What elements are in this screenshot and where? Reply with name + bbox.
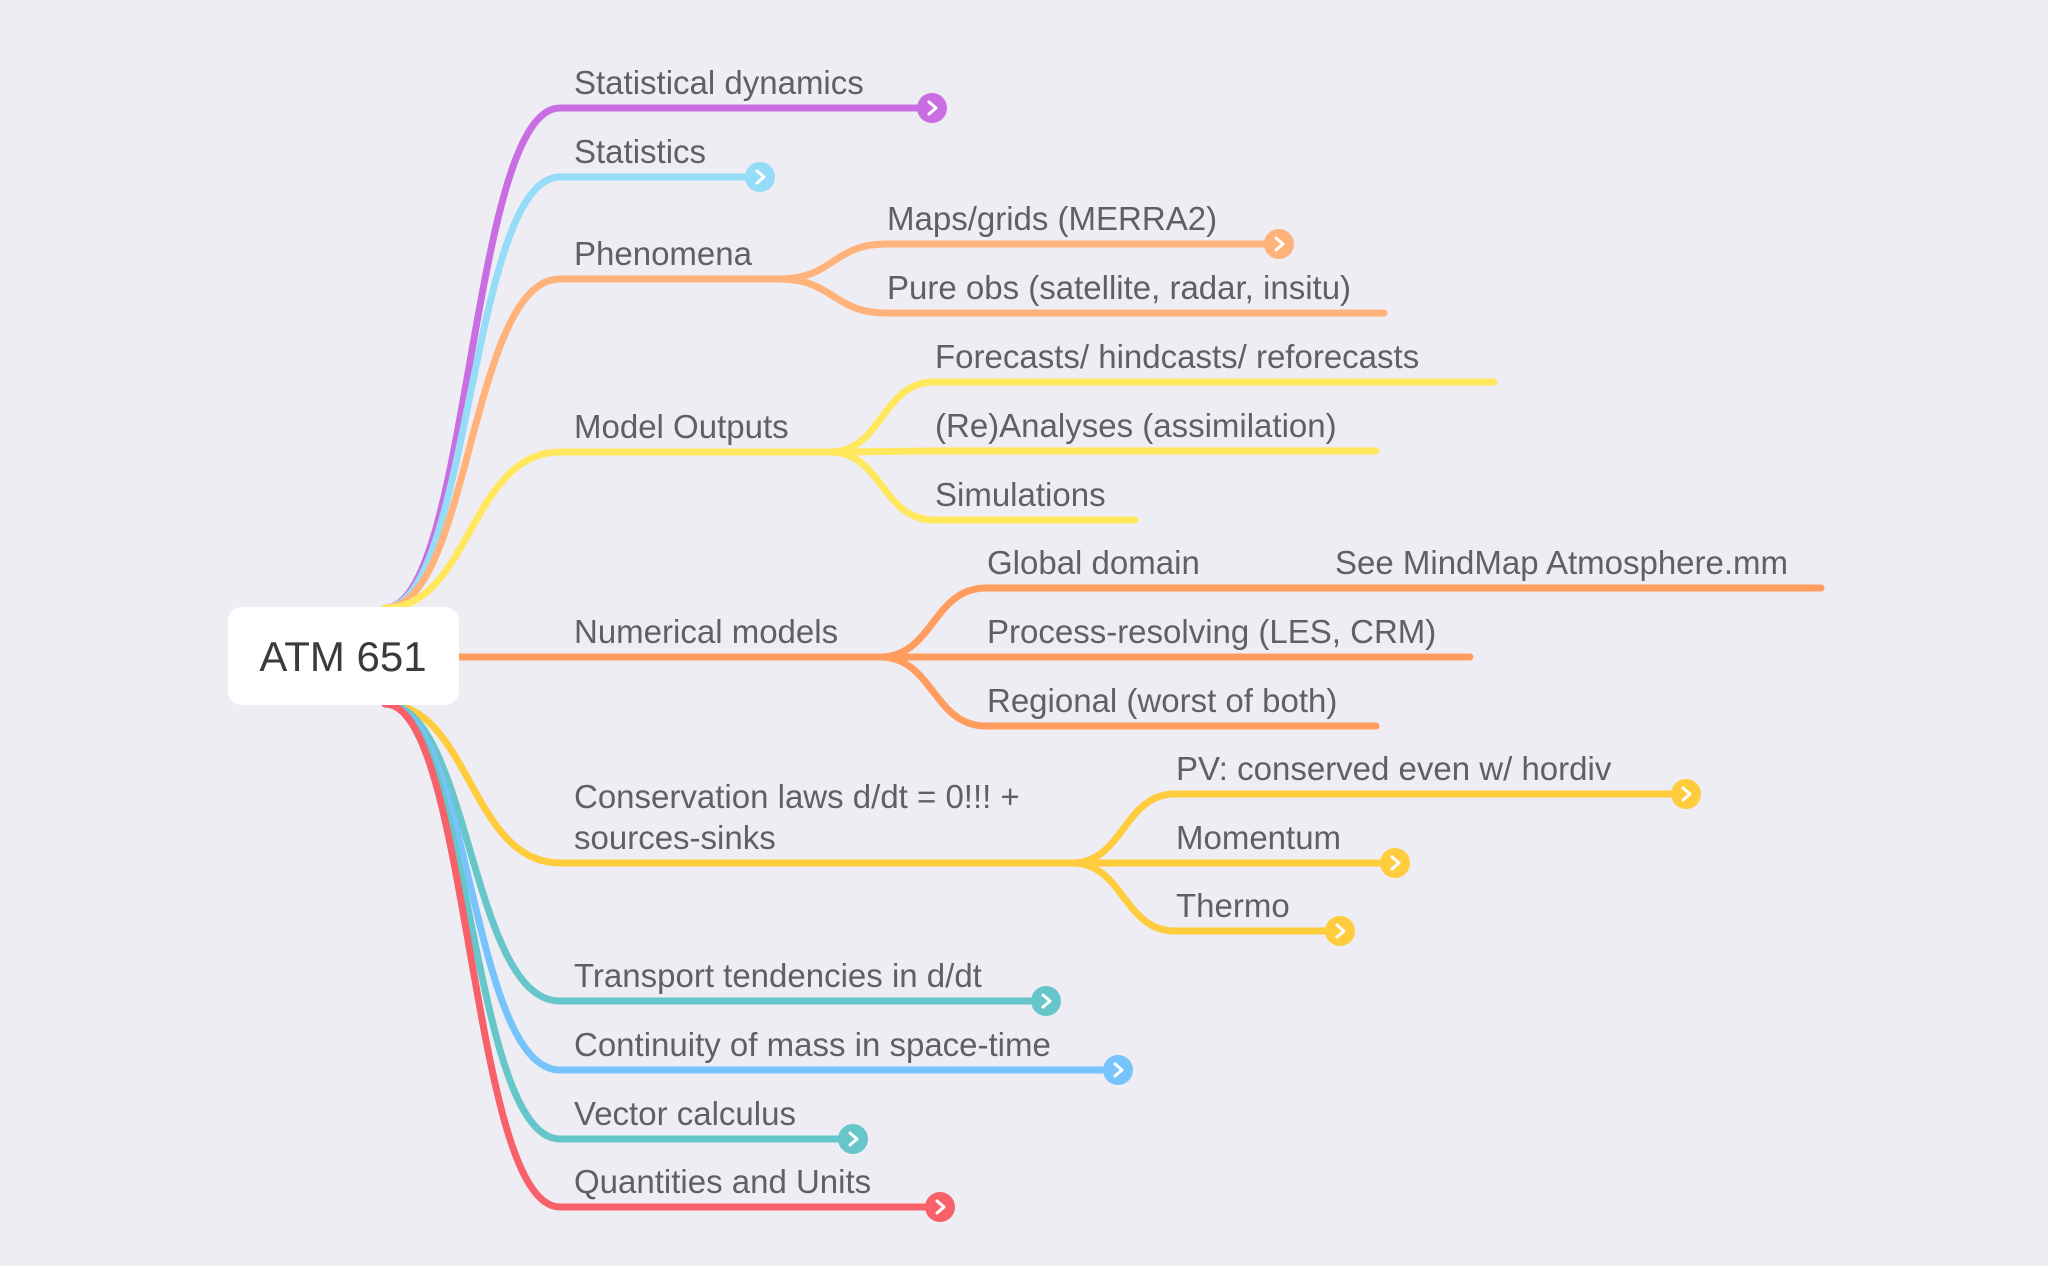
root-topic[interactable]: ATM 651	[228, 607, 459, 705]
forecasts-label-line: Forecasts/ hindcasts/ reforecasts	[935, 338, 1419, 375]
regional-label: Regional (worst of both)	[987, 682, 1337, 719]
continuity-of-mass-connector	[381, 700, 564, 1074]
numerical-models-label: Numerical models	[574, 613, 838, 650]
model-outputs-connector	[381, 448, 564, 612]
continuity-of-mass-expand-toggle[interactable]	[1103, 1055, 1133, 1085]
vector-calculus-expand-dot	[838, 1124, 868, 1154]
momentum-expand-toggle[interactable]	[1380, 848, 1410, 878]
maps-grids-expand-dot	[1264, 229, 1294, 259]
simulations-label: Simulations	[935, 476, 1106, 513]
pv-label: PV: conserved even w/ hordiv	[1176, 750, 1612, 787]
thermo-label: Thermo	[1176, 887, 1290, 924]
quantities-units-connector	[381, 700, 564, 1211]
quantities-units-chevron-right-icon	[935, 1199, 946, 1215]
pure-obs-label: Pure obs (satellite, radar, insitu)	[887, 269, 1351, 306]
phenomena-connector	[381, 275, 564, 612]
quantities-units-expand-toggle[interactable]	[925, 1192, 955, 1222]
conservation-laws-connector	[381, 700, 564, 867]
reanalyses-label: (Re)Analyses (assimilation)	[935, 407, 1337, 444]
pv-connector	[1068, 790, 1179, 867]
vector-calculus-expand-toggle[interactable]	[838, 1124, 868, 1154]
quantities-units-label: Quantities and Units	[574, 1163, 871, 1200]
continuity-of-mass-expand-dot	[1103, 1055, 1133, 1085]
regional-label-line: Regional (worst of both)	[987, 682, 1337, 719]
root-topic-label: ATM 651	[259, 633, 426, 680]
statistical-dynamics-label-line: Statistical dynamics	[574, 64, 864, 101]
see-mindmap-label: See MindMap Atmosphere.mm	[1335, 544, 1788, 581]
topic-layer: Statistical dynamicsStatisticsPhenomenaM…	[574, 64, 1788, 1222]
statistical-dynamics-expand-dot	[917, 93, 947, 123]
statistics-expand-toggle[interactable]	[745, 162, 775, 192]
thermo-connector	[1068, 859, 1179, 935]
maps-grids-label-line: Maps/grids (MERRA2)	[887, 200, 1217, 237]
transport-tendencies-expand-toggle[interactable]	[1031, 986, 1061, 1016]
momentum-chevron-right-icon	[1390, 855, 1401, 871]
vector-calculus-label-line: Vector calculus	[574, 1095, 796, 1132]
momentum-expand-dot	[1380, 848, 1410, 878]
momentum-label: Momentum	[1176, 819, 1341, 856]
phenomena-label-line: Phenomena	[574, 235, 753, 272]
reanalyses-label-line: (Re)Analyses (assimilation)	[935, 407, 1337, 444]
momentum-label-line: Momentum	[1176, 819, 1341, 856]
statistics-label-line: Statistics	[574, 133, 706, 170]
maps-grids-connector	[776, 240, 890, 283]
vector-calculus-chevron-right-icon	[848, 1131, 859, 1147]
statistics-label: Statistics	[574, 133, 706, 170]
numerical-models-label-line: Numerical models	[574, 613, 838, 650]
maps-grids-chevron-right-icon	[1274, 236, 1285, 252]
statistics-chevron-right-icon	[755, 169, 766, 185]
see-mindmap-label-line: See MindMap Atmosphere.mm	[1335, 544, 1788, 581]
transport-tendencies-chevron-right-icon	[1041, 993, 1052, 1009]
vector-calculus-connector	[381, 700, 564, 1143]
quantities-units-expand-dot	[925, 1192, 955, 1222]
transport-tendencies-label-line: Transport tendencies in d/dt	[574, 957, 982, 994]
global-domain-label-line: Global domain	[987, 544, 1200, 581]
model-outputs-label: Model Outputs	[574, 408, 789, 445]
conservation-laws-label-line: Conservation laws d/dt = 0!!! +	[574, 778, 1020, 815]
continuity-of-mass-label-line: Continuity of mass in space-time	[574, 1026, 1051, 1063]
transport-tendencies-label: Transport tendencies in d/dt	[574, 957, 982, 994]
thermo-expand-dot	[1325, 916, 1355, 946]
global-domain-label: Global domain	[987, 544, 1200, 581]
statistical-dynamics-label: Statistical dynamics	[574, 64, 864, 101]
pv-label-line: PV: conserved even w/ hordiv	[1176, 750, 1612, 787]
transport-tendencies-expand-dot	[1031, 986, 1061, 1016]
thermo-chevron-right-icon	[1335, 923, 1346, 939]
continuity-of-mass-chevron-right-icon	[1113, 1062, 1124, 1078]
thermo-expand-toggle[interactable]	[1325, 916, 1355, 946]
phenomena-label: Phenomena	[574, 235, 753, 272]
pv-expand-dot	[1671, 779, 1701, 809]
process-resolving-label-line: Process-resolving (LES, CRM)	[987, 613, 1436, 650]
statistical-dynamics-chevron-right-icon	[927, 100, 938, 116]
pure-obs-label-line: Pure obs (satellite, radar, insitu)	[887, 269, 1351, 306]
forecasts-connector	[826, 378, 938, 456]
pv-chevron-right-icon	[1681, 786, 1692, 802]
conservation-laws-label-line: sources-sinks	[574, 819, 776, 856]
conservation-laws-label: Conservation laws d/dt = 0!!! + sources-s…	[574, 778, 1020, 856]
process-resolving-label: Process-resolving (LES, CRM)	[987, 613, 1436, 650]
pure-obs-connector	[776, 275, 890, 317]
forecasts-label: Forecasts/ hindcasts/ reforecasts	[935, 338, 1419, 375]
simulations-connector	[826, 448, 938, 524]
simulations-label-line: Simulations	[935, 476, 1106, 513]
pv-expand-toggle[interactable]	[1671, 779, 1701, 809]
continuity-of-mass-label: Continuity of mass in space-time	[574, 1026, 1051, 1063]
statistics-expand-dot	[745, 162, 775, 192]
maps-grids-label: Maps/grids (MERRA2)	[887, 200, 1217, 237]
model-outputs-label-line: Model Outputs	[574, 408, 789, 445]
vector-calculus-label: Vector calculus	[574, 1095, 796, 1132]
statistics-connector	[381, 173, 564, 612]
thermo-label-line: Thermo	[1176, 887, 1290, 924]
maps-grids-expand-toggle[interactable]	[1264, 229, 1294, 259]
connector-layer	[381, 104, 1825, 1211]
quantities-units-label-line: Quantities and Units	[574, 1163, 871, 1200]
global-domain-connector	[876, 584, 990, 661]
statistical-dynamics-expand-toggle[interactable]	[917, 93, 947, 123]
regional-connector	[876, 653, 990, 730]
root-topic-box	[228, 607, 459, 705]
